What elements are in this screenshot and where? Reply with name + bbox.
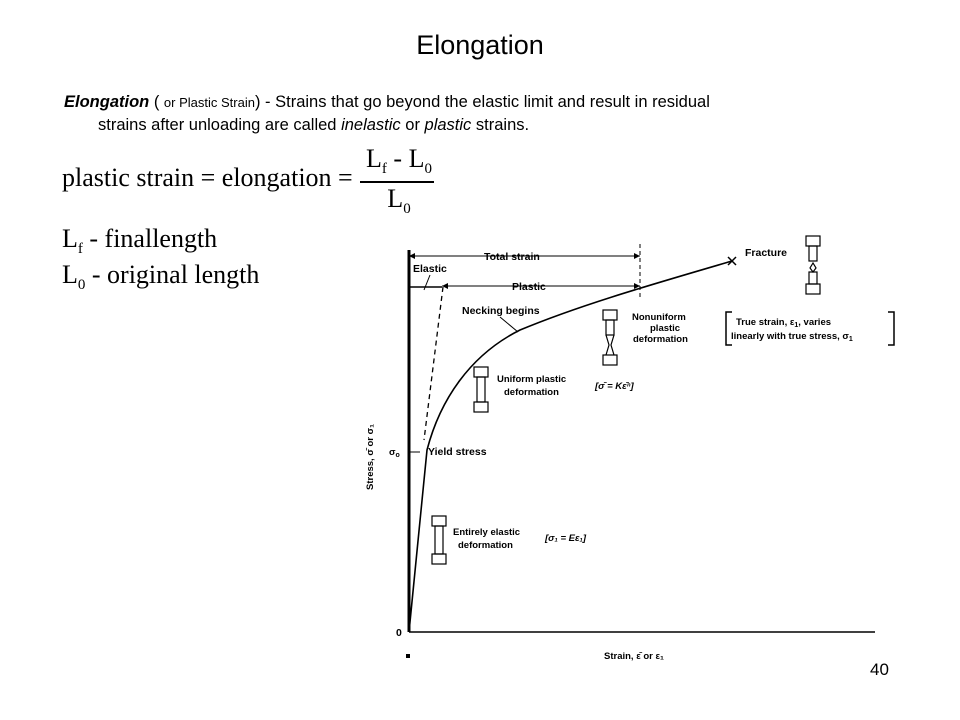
fraction-bar <box>360 181 434 183</box>
stress-strain-curve <box>408 260 733 633</box>
elastic-def-label-2: deformation <box>458 540 513 551</box>
nonuniform-label-1: Nonuniform <box>632 312 686 323</box>
true-strain-line-1: True strain, ε1, varies <box>736 317 831 329</box>
specimen-elastic-icon <box>431 515 447 565</box>
true-strain-sub-1: 1 <box>794 322 798 329</box>
total-arrow-right <box>634 253 640 259</box>
nonuniform-label-3: deformation <box>633 334 688 345</box>
uniform-label-2: deformation <box>504 387 559 398</box>
plastic-arrow-left <box>442 283 448 289</box>
formula-lhs: plastic strain = elongation = <box>62 163 353 192</box>
y-axis-label: Stress, σ̄ or σ₁ <box>365 424 376 490</box>
page-number: 40 <box>870 660 889 679</box>
elastic-leader <box>423 274 431 291</box>
l0-sub: 0 <box>77 277 86 294</box>
definition-text-a: - Strains that go beyond the elastic lim… <box>260 93 710 111</box>
bracket-right <box>888 311 895 346</box>
slide-title: Elongation <box>416 30 544 60</box>
definition-term: Elongation <box>64 93 150 111</box>
elastic-label: Elastic <box>413 263 447 275</box>
uniform-equation: [σ̄ = Kε̄ⁿ] <box>594 381 634 392</box>
l0-symbol: L <box>62 260 78 289</box>
total-arrow-left <box>409 253 415 259</box>
l0-text: - original length <box>91 260 260 289</box>
legend-l0: L0 - original length <box>62 260 259 294</box>
definition-paragraph: Elongation ( or Plastic Strain) - Strain… <box>64 91 859 136</box>
yield-symbol-sigma: σ <box>389 447 396 458</box>
specimen-fracture-icon <box>805 235 821 295</box>
bracket-left <box>725 311 732 346</box>
true-strain-text-2: linearly with true stress, σ <box>731 331 849 342</box>
true-strain-end-1: , varies <box>798 317 831 328</box>
emphasis-inelastic: inelastic <box>341 116 401 134</box>
paren-close: ) <box>254 93 261 111</box>
lf-sub: f <box>77 241 83 258</box>
definition-text-c: or <box>400 116 425 134</box>
axis-tick-mark <box>406 654 410 658</box>
paren-open: ( <box>149 93 164 111</box>
necking-leader <box>499 316 519 333</box>
elastic-def-label-1: Entirely elastic <box>453 527 520 538</box>
true-strain-text-1: True strain, ε <box>736 317 795 328</box>
necking-label: Necking begins <box>462 305 540 317</box>
uniform-label-1: Uniform plastic <box>497 374 566 385</box>
yield-symbol: σo <box>389 447 400 459</box>
specimen-uniform-icon <box>473 366 489 413</box>
formula-denominator: L0 <box>364 184 434 218</box>
definition-text-d: strains. <box>471 116 530 134</box>
definition-line-2: strains after unloading are called inela… <box>64 114 859 136</box>
num-sub-f: f <box>381 161 387 178</box>
nonuniform-label-2: plastic <box>650 323 680 334</box>
yield-stress-label: Yield stress <box>428 446 487 458</box>
num-minus: - L <box>386 144 425 173</box>
lf-symbol: L <box>62 224 78 253</box>
unloading-line <box>423 286 444 441</box>
yield-symbol-sub: o <box>396 452 400 459</box>
true-strain-line-2: linearly with true stress, σ1 <box>731 331 853 343</box>
plastic-arrow-right <box>634 283 640 289</box>
definition-text-b: strains after unloading are called <box>98 116 342 134</box>
num-sub-0: 0 <box>424 161 432 178</box>
fracture-label: Fracture <box>745 247 787 259</box>
fracture-mark <box>727 256 737 266</box>
lf-text: - finallength <box>89 224 218 253</box>
num-l: L <box>366 144 382 173</box>
den-l: L <box>387 184 404 213</box>
total-strain-label: Total strain <box>484 251 540 263</box>
origin-label: 0 <box>396 627 402 639</box>
formula-numerator: Lf - L0 <box>364 144 434 178</box>
emphasis-plastic: plastic <box>424 116 472 134</box>
x-axis-label: Strain, ε̄ or ε₁ <box>604 651 664 662</box>
den-sub: 0 <box>403 201 411 218</box>
true-strain-sub-2: 1 <box>849 336 853 343</box>
paren-text: or Plastic Strain <box>163 95 255 110</box>
plastic-label: Plastic <box>512 281 546 293</box>
legend-lf: Lf - finallength <box>62 224 217 258</box>
specimen-nonuniform-icon <box>602 309 618 366</box>
elastic-equation: [σ₁ = Eε₁] <box>544 533 587 544</box>
